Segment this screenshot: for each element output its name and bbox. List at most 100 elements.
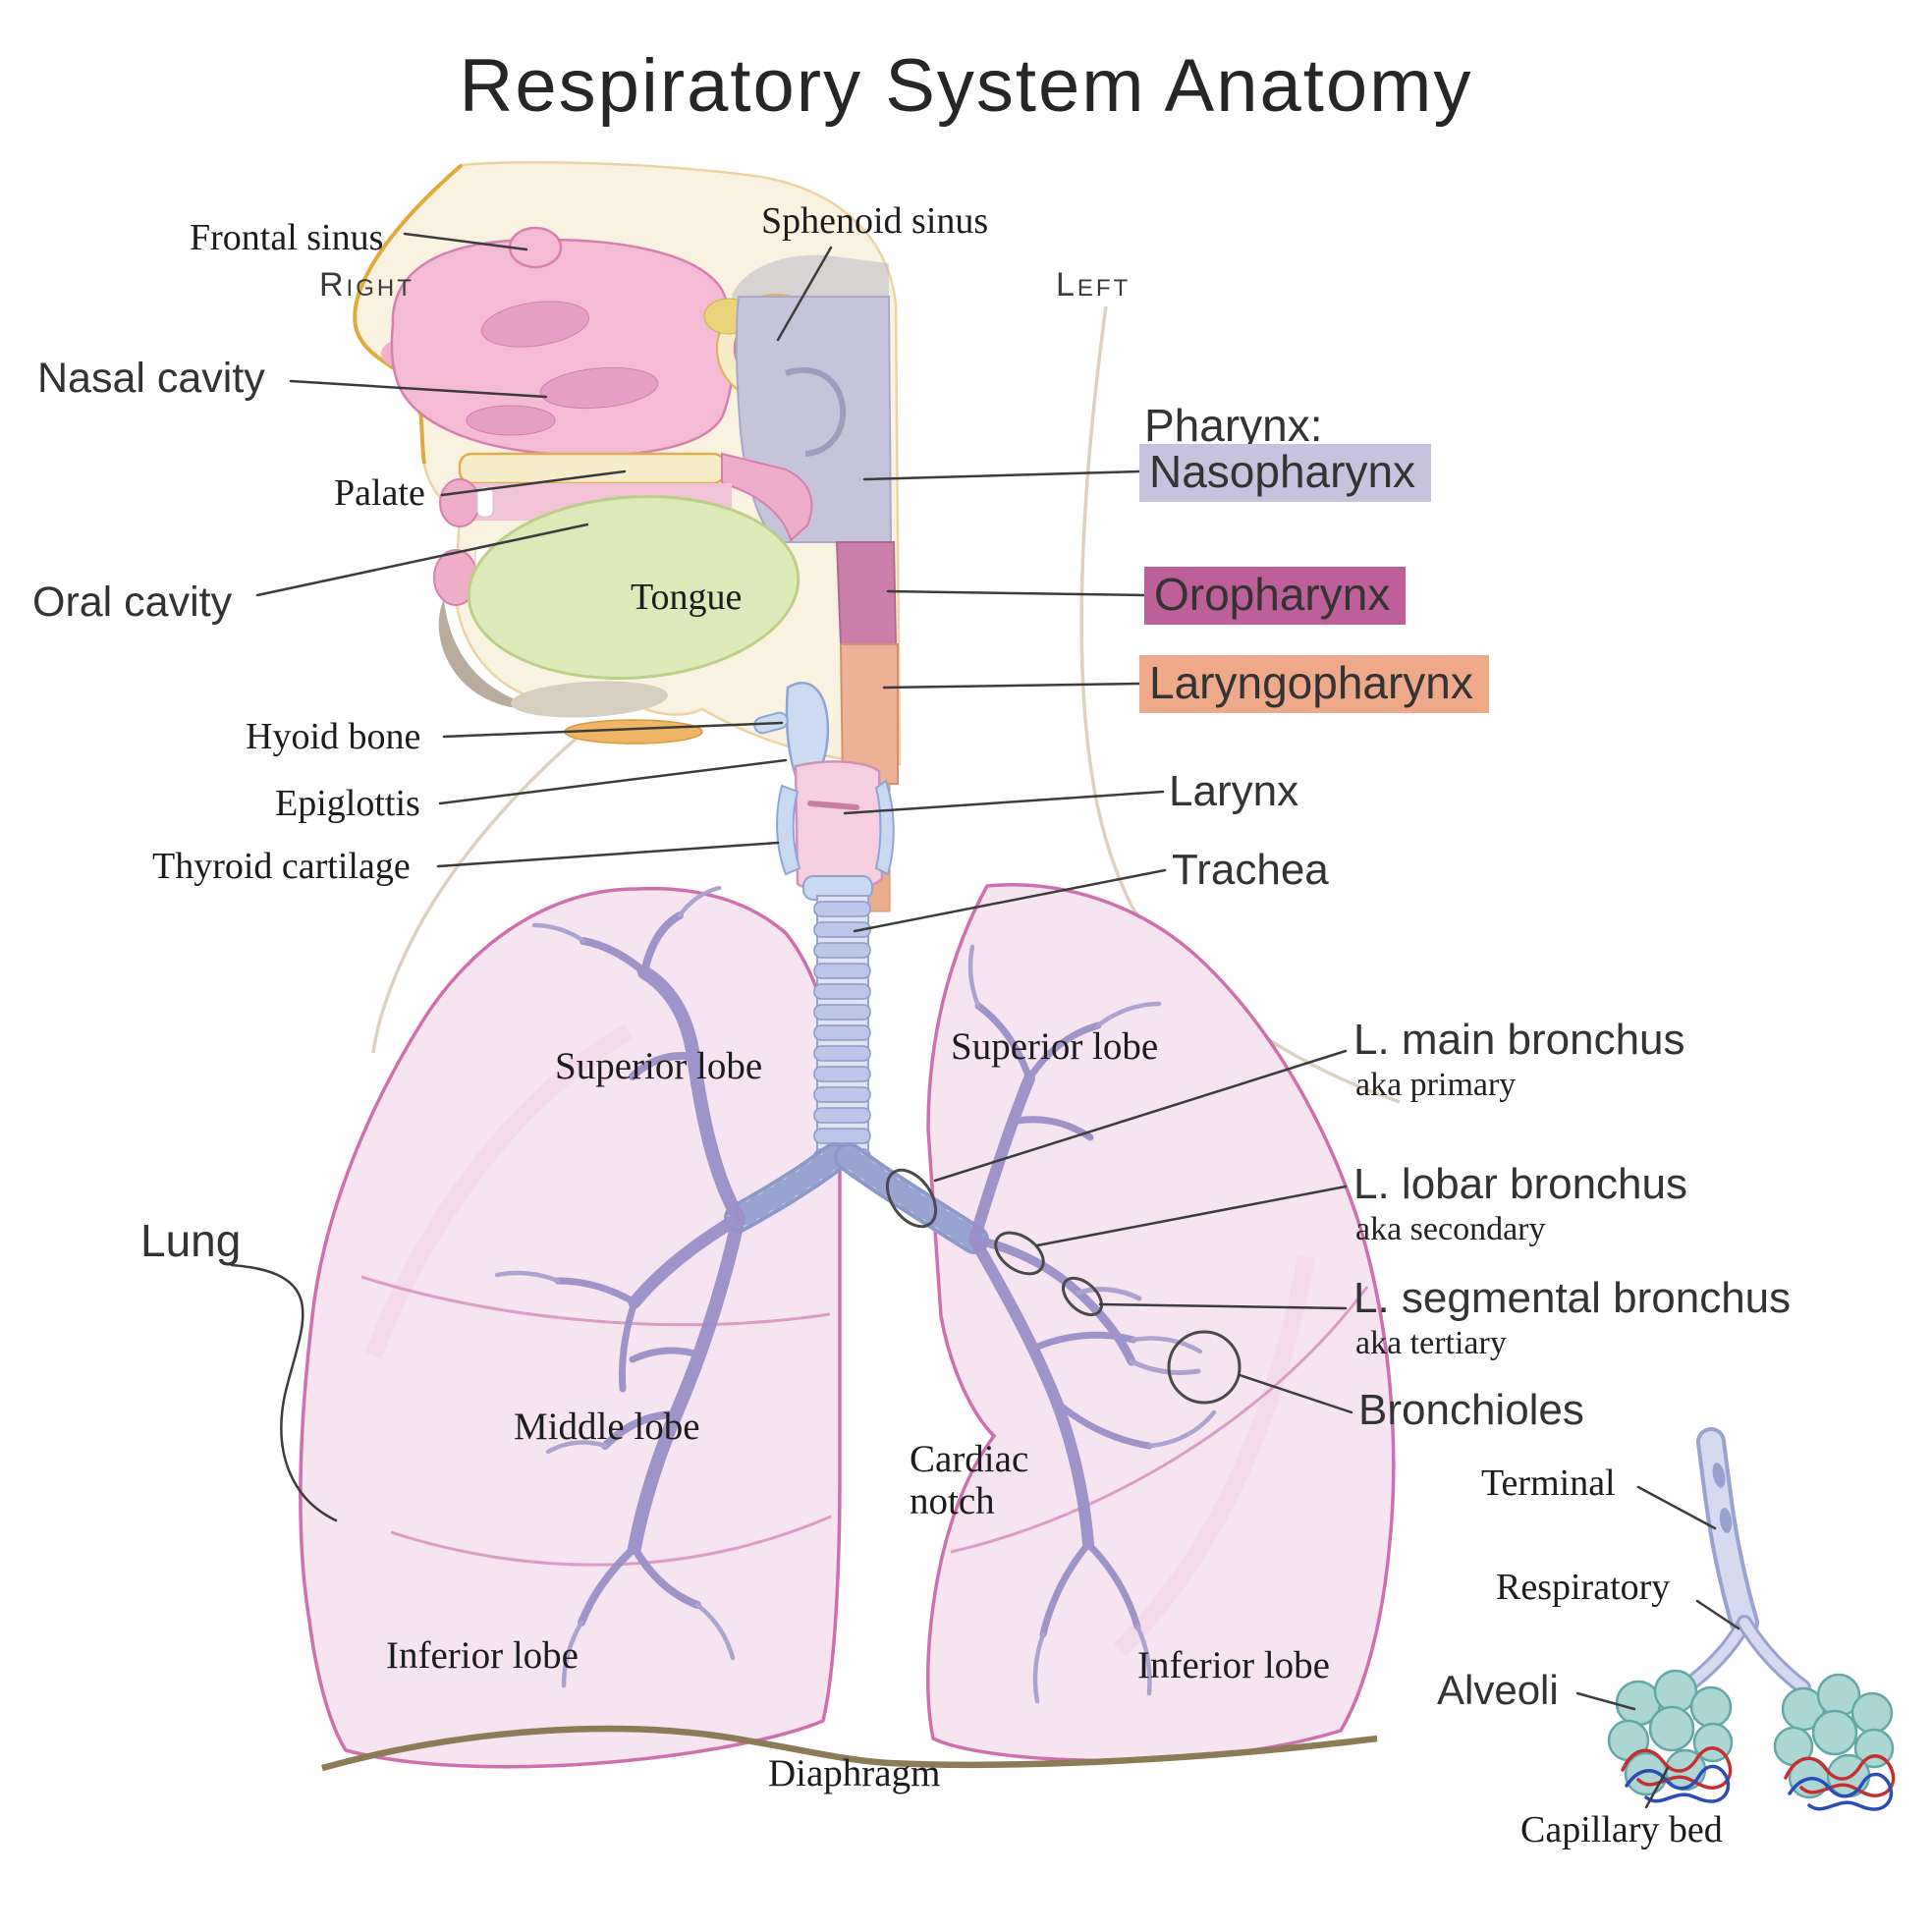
epiglottis-label: Epiglottis — [275, 783, 420, 824]
segmental-bronchus-aka-label: aka tertiary — [1355, 1325, 1507, 1361]
larynx-body — [794, 760, 884, 893]
trachea-ring — [813, 1004, 871, 1021]
left-lung-vessel — [1113, 1255, 1315, 1657]
annotation-circles — [885, 1168, 1242, 1405]
segmental-bronchus-leader — [1098, 1302, 1348, 1310]
trachea-ring — [813, 1086, 871, 1103]
oropharynx-leader — [886, 589, 1147, 597]
thyroid-cartilage-left — [776, 784, 801, 876]
trachea-ring — [813, 1066, 871, 1082]
segmental-bronchus-label: L. segmental bronchus — [1353, 1274, 1792, 1322]
respiratory-bronchiole-right — [1739, 1618, 1808, 1692]
lung-label: Lung — [140, 1215, 242, 1266]
oropharynx-shape — [835, 541, 898, 645]
frontal-sinus-leader — [403, 232, 528, 251]
leader-lines — [230, 232, 1740, 1809]
left-superior-lobe-label: Superior lobe — [951, 1025, 1159, 1068]
nasal-cavity-label: Nasal cavity — [37, 355, 265, 402]
oropharynx-label: Oropharynx — [1144, 567, 1407, 625]
hyoid-bone-leader — [442, 721, 784, 739]
terminal-label: Terminal — [1481, 1463, 1616, 1504]
capillary-blue — [1625, 1764, 1731, 1803]
jaw-shape — [438, 599, 538, 709]
sphenoid-sinus-label: Sphenoid sinus — [761, 200, 989, 242]
capillary-bed-leader — [1644, 1766, 1670, 1809]
trachea-ring — [813, 901, 871, 917]
trachea-leader — [853, 868, 1167, 933]
right-superior-lobe-label: Superior lobe — [555, 1045, 763, 1087]
larynx-label: Larynx — [1169, 767, 1299, 815]
laryngopharynx-leader — [882, 682, 1141, 690]
soft-palate — [721, 452, 813, 542]
terminal-leader — [1636, 1485, 1717, 1530]
smooth-muscle-band — [1712, 1463, 1726, 1488]
right-orientation-label: Right — [319, 266, 414, 304]
lobar-bronchus-marker — [994, 1231, 1045, 1276]
right-lung-vessel — [364, 1023, 634, 1359]
trachea-ring — [813, 1128, 871, 1144]
diaphragm-line — [321, 1725, 1378, 1772]
page-title: Respiratory System Anatomy — [459, 44, 1473, 128]
main-bronchus-marker — [885, 1168, 938, 1229]
hyoid-bone-label: Hyoid bone — [246, 716, 421, 757]
left-inferior-lobe-label: Inferior lobe — [1137, 1644, 1330, 1686]
hard-palate — [458, 452, 727, 485]
laryngopharynx-label: Laryngopharynx — [1139, 655, 1489, 713]
nasopharynx-leader — [862, 469, 1141, 481]
mandible-shape — [511, 681, 668, 718]
alveoli-label: Alveoli — [1437, 1667, 1559, 1713]
left-lung-body — [925, 883, 1396, 1763]
left-lung-shape — [925, 883, 1396, 1763]
alveoli-inset — [1607, 1427, 1896, 1811]
left-oblique-fissure — [950, 1286, 1369, 1554]
respiratory-leader — [1695, 1599, 1740, 1630]
lung-leader — [230, 1263, 338, 1522]
main-bronchus-leader — [933, 1049, 1348, 1183]
lobar-bronchus-aka-label: aka secondary — [1355, 1211, 1546, 1247]
left-main-bronchus — [838, 1146, 985, 1250]
thyroid-cartilage-right — [874, 779, 895, 876]
frontal-sinus-label: Frontal sinus — [190, 217, 384, 258]
epiglottis-leader — [438, 758, 788, 805]
body-outline-left — [371, 727, 589, 1054]
main-bronchi-shapes — [724, 1142, 989, 1254]
tooth — [476, 486, 494, 518]
alveolar-sac — [1607, 1669, 1734, 1796]
sphenoid-sinus-leader — [776, 246, 833, 342]
trachea-ring — [813, 921, 871, 938]
capillary-red — [1621, 1746, 1733, 1790]
oral-cavity-leader — [255, 523, 589, 597]
capillary-bed-label: Capillary bed — [1520, 1809, 1723, 1850]
torus-tubarius — [785, 366, 847, 457]
upper-lip — [439, 478, 480, 527]
tongue-label: Tongue — [631, 577, 743, 618]
alveolar-sac — [1773, 1673, 1895, 1799]
nasal-concha — [466, 405, 556, 436]
head-illustration — [353, 161, 902, 912]
bronchioles-leader — [1238, 1373, 1353, 1414]
thyroid-cartilage-label: Thyroid cartilage — [152, 846, 411, 887]
trachea-ring — [813, 1045, 871, 1062]
capillary-bed-shape — [1621, 1746, 1733, 1803]
lobar-bronchus-label: L. lobar bronchus — [1353, 1160, 1687, 1208]
trachea-ring — [813, 963, 871, 979]
alveoli-leader — [1575, 1691, 1636, 1711]
trachea-ring — [813, 942, 871, 959]
laryngopharynx-shape — [839, 643, 899, 785]
trachea-ring — [813, 983, 871, 1000]
diaphragm-label: Diaphragm — [768, 1752, 941, 1794]
right-main-bronchus — [728, 1146, 846, 1229]
larynx-leader — [843, 790, 1165, 815]
tongue-shape — [467, 494, 800, 681]
cardiac-notch-label: Cardiac notch — [910, 1438, 1029, 1522]
palate-leader — [440, 469, 627, 497]
smooth-muscle-band — [1719, 1508, 1733, 1533]
right-horizontal-fissure — [360, 1275, 831, 1327]
nasopharynx-shape — [735, 296, 893, 543]
trachea-shape — [813, 895, 871, 1165]
vocal-fold — [807, 800, 859, 810]
middle-lobe-label: Middle lobe — [514, 1406, 700, 1448]
nasal-cavity-leader — [289, 379, 548, 399]
